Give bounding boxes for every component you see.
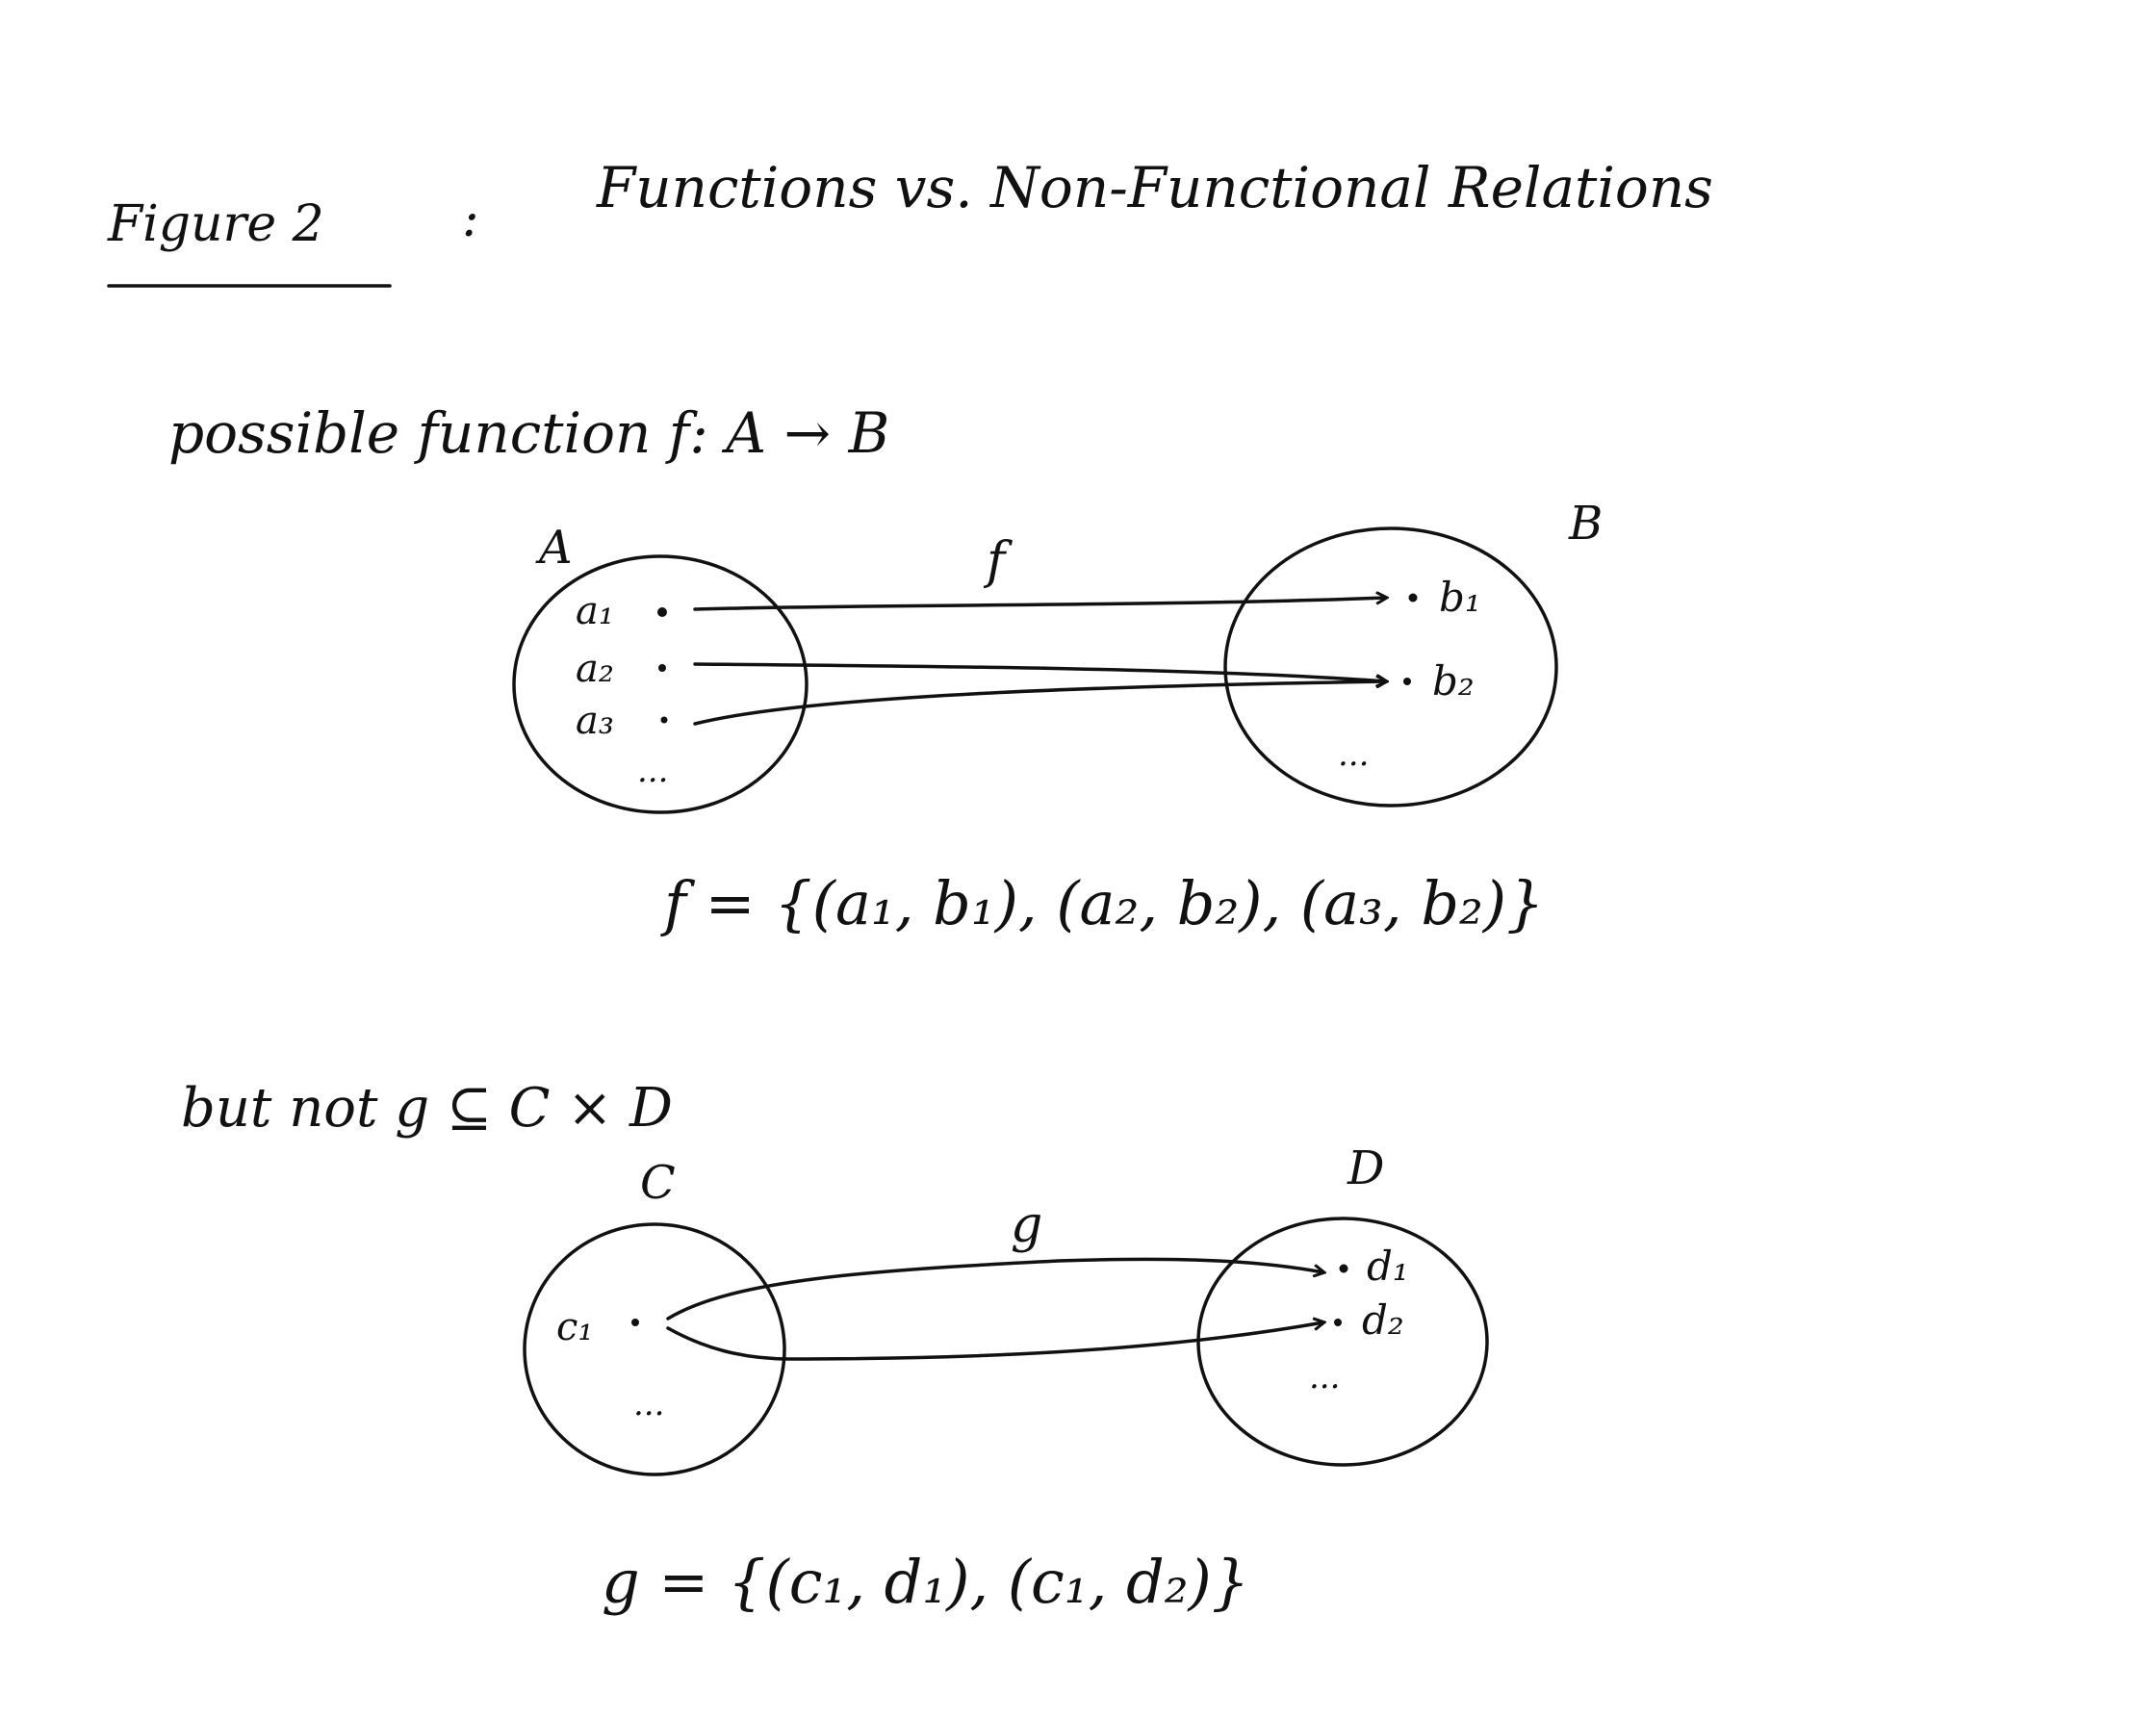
set-c-oval [523,1222,786,1476]
set-b-label: B [1568,497,1603,551]
point-d2 [1334,1319,1342,1326]
point-a3 [660,716,668,724]
set-b-oval [1223,526,1558,808]
element-c1: c₁ [556,1305,593,1349]
relation-caption: but not g ⊆ C × D [181,1077,673,1140]
element-b1: b₁ [1439,574,1481,621]
element-a1: a₁ [576,589,614,633]
set-a-ellipsis: ... [637,752,668,790]
set-c-ellipsis: ... [633,1385,664,1423]
relation-set-notation: g = {(c₁, d₁), (c₁, d₂)} [602,1547,1249,1617]
element-a2: a₂ [576,647,614,691]
set-c-label: C [640,1156,676,1210]
element-a3: a₃ [576,699,614,743]
set-b-ellipsis: ... [1338,735,1369,774]
arrow-a2-b2 [693,662,1386,681]
mapping-f-label: f [983,532,1013,590]
element-d2: d₂ [1362,1296,1404,1344]
point-a2 [658,664,666,672]
figure-title: Functions vs. Non-Functional Relations [596,155,1713,220]
point-d1 [1339,1264,1348,1273]
function-caption: possible function f: A → B [168,400,889,466]
set-d-ellipsis: ... [1309,1358,1340,1397]
set-d-label: D [1347,1141,1384,1195]
title-separator: : [462,191,479,248]
arrow-a3-b2 [693,681,1386,726]
point-a1 [657,607,667,617]
element-b2: b₂ [1432,657,1475,705]
point-b1 [1408,593,1418,603]
arrow-a1-b1 [693,598,1386,611]
point-c1 [631,1319,639,1326]
arrow-c1-d2 [666,1322,1323,1361]
set-a-oval [512,554,808,814]
element-d1: d₁ [1367,1243,1409,1290]
function-set-notation: f = {(a₁, b₁), (a₂, b₂), (a₃, b₂)} [660,868,1545,938]
arrow-c1-d1 [666,1257,1323,1321]
set-a-label: A [535,521,573,575]
set-d-oval [1196,1217,1489,1467]
point-b2 [1403,678,1411,685]
mapping-g-label: g [1011,1196,1042,1254]
figure-label: Figure 2 [107,195,324,253]
